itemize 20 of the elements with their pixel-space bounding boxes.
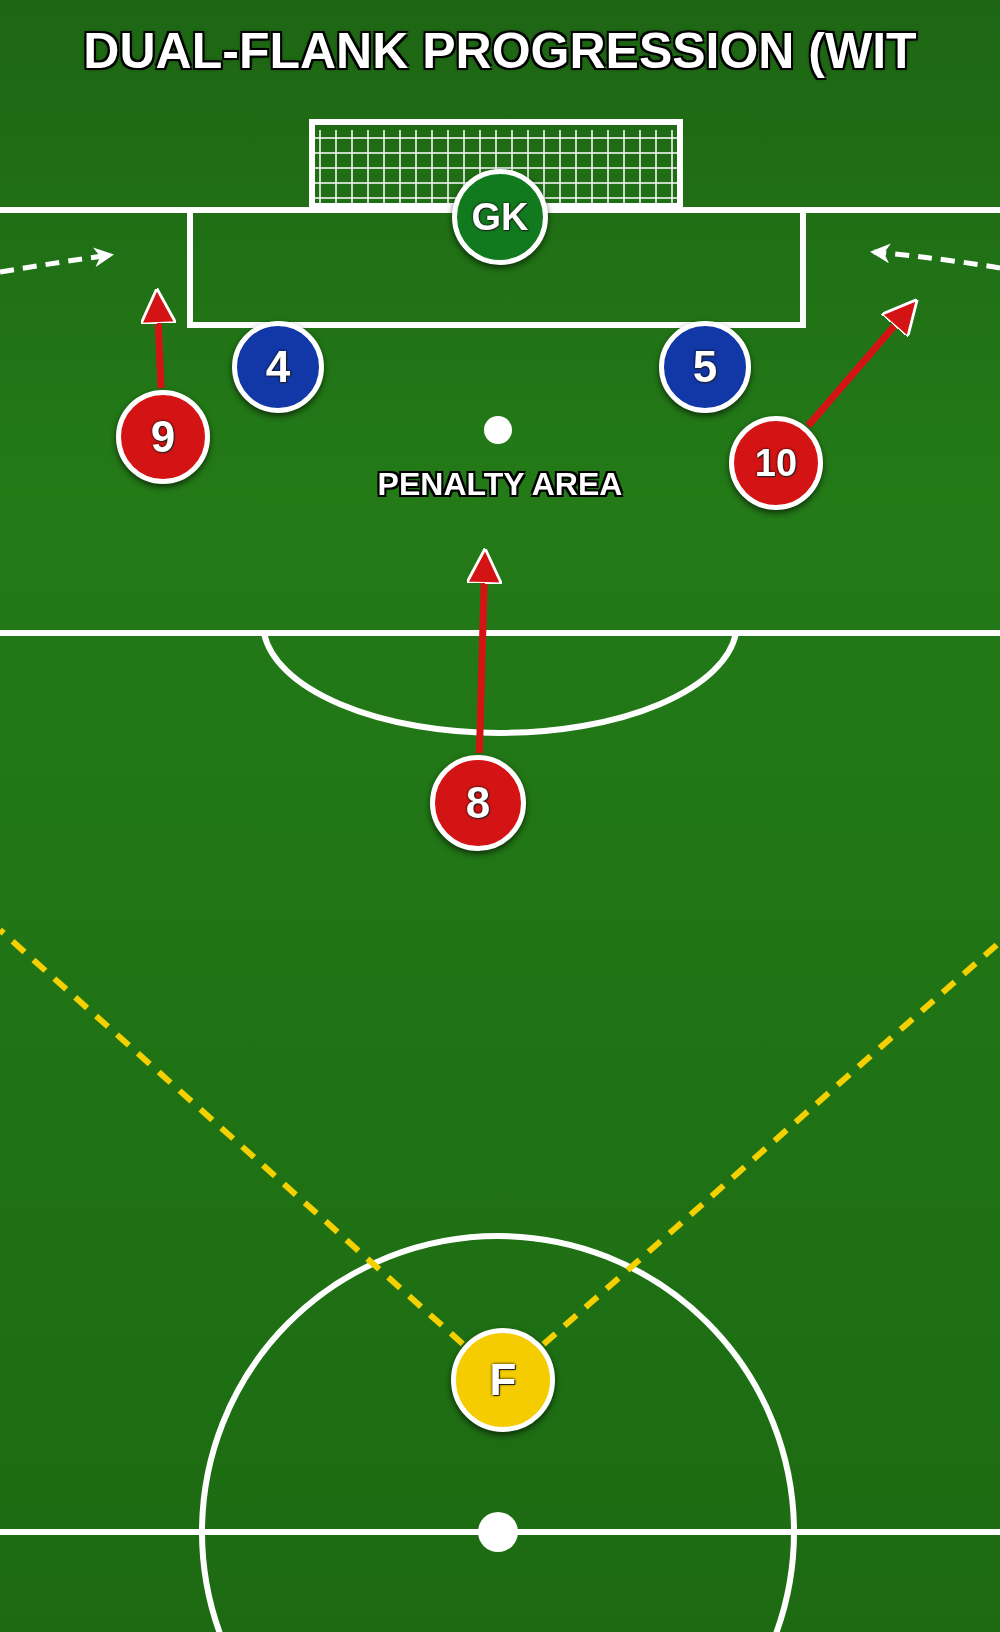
player-marker bbox=[430, 755, 526, 851]
run-arrow bbox=[805, 297, 919, 429]
run-arrow bbox=[139, 287, 178, 389]
player-marker bbox=[729, 416, 823, 510]
player-number: GK bbox=[471, 198, 529, 236]
player-number: 10 bbox=[754, 444, 798, 482]
area-label: PENALTY AREA bbox=[376, 466, 624, 503]
run-arrow bbox=[465, 547, 503, 754]
player-marker bbox=[452, 169, 548, 265]
player-number: 5 bbox=[692, 345, 718, 389]
player-number: F bbox=[489, 1358, 517, 1402]
player-number: 4 bbox=[265, 345, 291, 389]
player-marker bbox=[451, 1328, 555, 1432]
player-marker bbox=[116, 390, 210, 484]
player-marker bbox=[232, 321, 324, 413]
player-number: 8 bbox=[465, 781, 491, 825]
diagram-title: DUAL-FLANK PROGRESSION (WIT bbox=[82, 22, 918, 80]
player-number: 9 bbox=[150, 415, 176, 459]
passing-line bbox=[0, 927, 465, 1347]
player-marker bbox=[659, 321, 751, 413]
